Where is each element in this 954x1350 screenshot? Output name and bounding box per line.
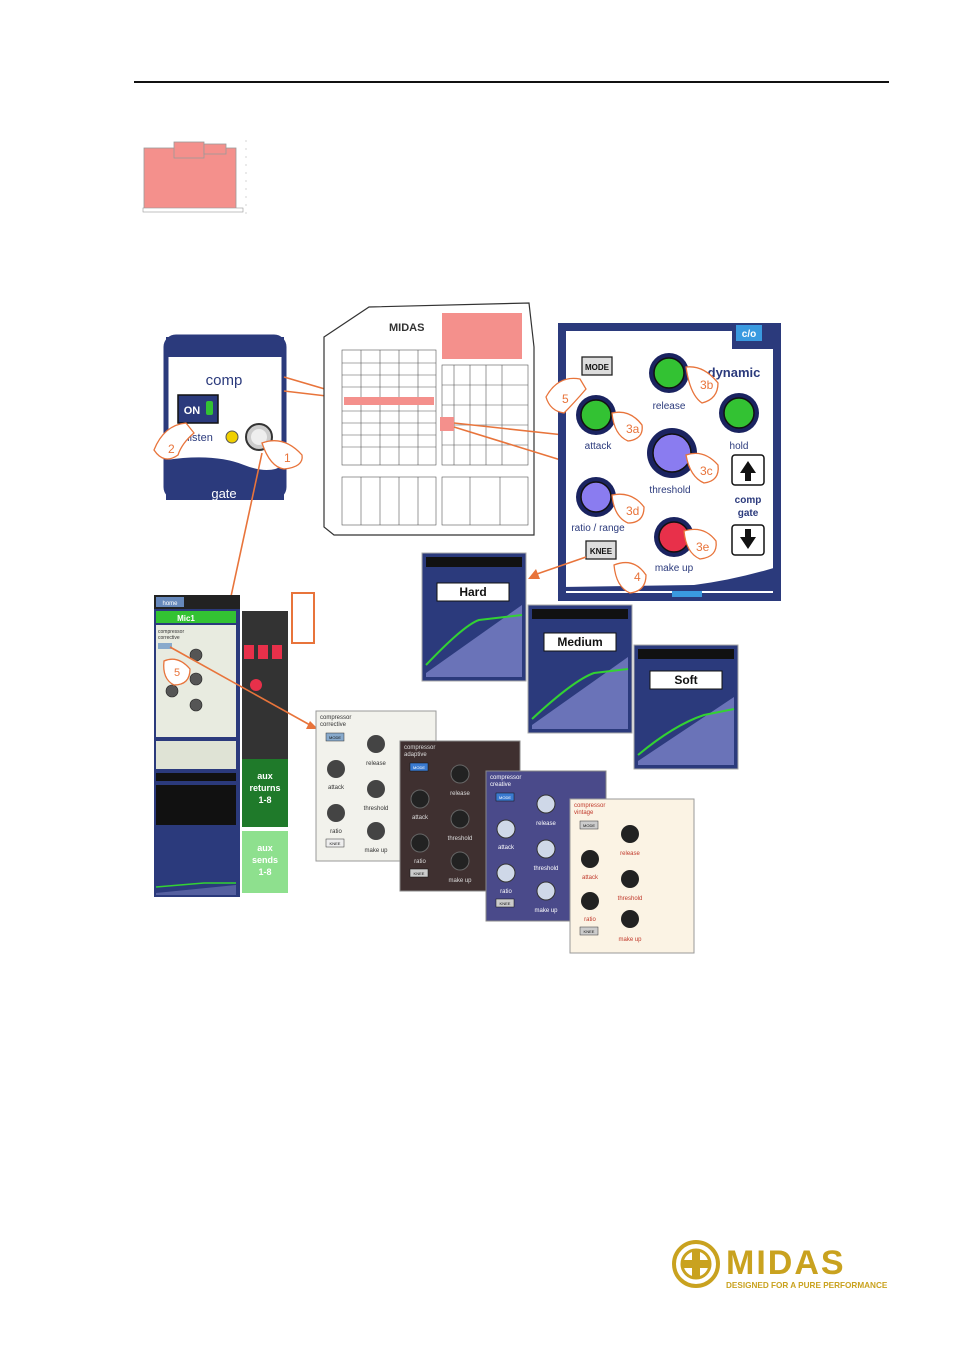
svg-text:KNEE: KNEE [590,547,613,556]
svg-text:ratio: ratio [330,829,342,835]
knee-card-medium: Medium [528,605,632,733]
svg-text:attack: attack [585,441,613,452]
svg-text:MODE: MODE [585,363,610,372]
gui-callout-5: 5 [174,667,180,679]
release-knob[interactable] [649,353,689,393]
ratio-knob[interactable] [576,477,616,517]
midas-logo: MIDAS DESIGNED FOR A PURE PERFORMANCE [672,1240,890,1292]
svg-text:release: release [653,401,686,412]
svg-text:MODE: MODE [583,823,595,828]
svg-text:returns: returns [249,783,280,793]
callout-2: 2 [168,442,175,456]
svg-text:KNEE: KNEE [414,871,425,876]
knee-card-hard: Hard [422,553,526,681]
dynamics-panel: c/o MODE dynamic release hold attack thr… [546,325,777,597]
callout-3d: 3d [626,504,639,518]
gui-channel-strip: home Mic1 compressor corrective aux retu… [154,593,314,897]
svg-text:make up: make up [364,848,388,854]
svg-text:1-8: 1-8 [258,795,271,805]
console-location-thumbnail [140,140,248,216]
svg-text:MODE: MODE [499,795,511,800]
svg-text:attack: attack [412,815,429,821]
svg-text:vintage: vintage [574,810,594,816]
svg-text:KNEE: KNEE [584,929,595,934]
header-rule [134,81,889,83]
svg-text:release: release [450,791,470,797]
svg-text:attack: attack [582,875,599,881]
svg-text:creative: creative [490,782,512,788]
knee-card-soft: Soft [634,645,738,769]
compressor-illustration: comp ON listen gate 2 1 MIDAS [134,295,794,965]
svg-text:make up: make up [618,937,642,943]
svg-text:attack: attack [498,845,515,851]
svg-text:threshold: threshold [618,896,643,902]
co-label: c/o [742,329,756,340]
callout-3e: 3e [696,540,710,554]
svg-text:adaptive: adaptive [404,752,427,758]
svg-text:1-8: 1-8 [258,867,271,877]
svg-text:make up: make up [448,878,472,884]
svg-text:ratio: ratio [414,859,426,865]
console-brand: MIDAS [389,322,424,334]
svg-text:KNEE: KNEE [330,841,341,846]
svg-text:threshold: threshold [448,836,473,842]
logo-brand: MIDAS [726,1244,846,1282]
svg-text:threshold: threshold [534,866,559,872]
callout-3a: 3a [626,422,640,436]
hold-knob[interactable] [719,393,759,433]
svg-text:release: release [366,761,386,767]
threshold-knob[interactable] [647,428,697,478]
svg-text:gate: gate [738,508,759,519]
svg-text:aux: aux [257,771,273,781]
svg-text:Medium: Medium [557,635,602,649]
svg-text:ratio: ratio [584,917,596,923]
svg-text:KNEE: KNEE [500,901,511,906]
svg-text:compressor: compressor [490,775,521,781]
logo-tagline: DESIGNED FOR A PURE PERFORMANCE [726,1281,888,1290]
callout-3c: 3c [700,464,713,478]
svg-text:compressor: compressor [574,803,605,809]
svg-text:threshold: threshold [364,806,389,812]
comp-title: comp [206,372,243,389]
attack-knob[interactable] [576,395,616,435]
callout-1: 1 [284,451,291,465]
gui-tab-home: home [162,601,178,607]
svg-text:threshold: threshold [649,485,690,496]
svg-text:corrective: corrective [158,635,180,641]
svg-text:release: release [620,851,640,857]
dynamic-title: dynamic [708,365,761,380]
callout-4: 4 [634,570,641,584]
svg-text:Hard: Hard [459,585,486,599]
svg-text:compressor: compressor [404,745,435,751]
svg-text:attack: attack [328,785,345,791]
svg-text:make up: make up [655,563,694,574]
svg-text:corrective: corrective [320,722,347,728]
comp-panel: comp ON listen gate 2 1 [154,337,302,501]
console-drawing: MIDAS [324,303,534,535]
callout-3b: 3b [700,378,714,392]
svg-text:aux: aux [257,843,273,853]
on-label: ON [184,405,201,417]
svg-text:release: release [536,821,556,827]
svg-text:MODE: MODE [329,735,341,740]
svg-text:sends: sends [252,855,278,865]
module-vintage: compressor vintage MODE release attack t… [570,799,694,953]
svg-text:ratio / range: ratio / range [571,523,625,534]
svg-text:ratio: ratio [500,889,512,895]
callout-5: 5 [562,392,569,406]
svg-text:comp: comp [735,495,762,506]
svg-text:make up: make up [534,908,558,914]
svg-text:Soft: Soft [674,673,697,687]
midas-emblem-icon [674,1242,718,1286]
gui-channel-name: Mic1 [177,614,195,623]
gate-label: gate [211,486,236,501]
svg-text:hold: hold [730,441,749,452]
svg-text:compressor: compressor [320,715,351,721]
svg-text:MODE: MODE [413,765,425,770]
